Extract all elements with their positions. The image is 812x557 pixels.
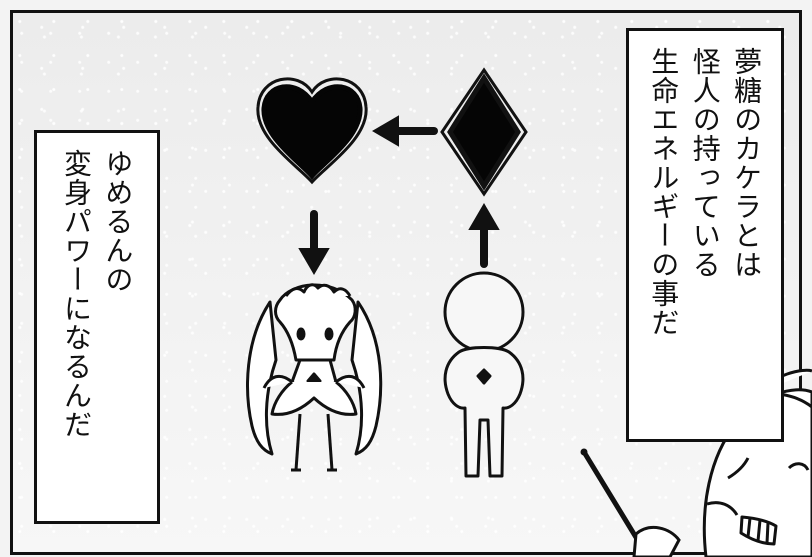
caption-right-line-1: 夢糖のカケラとは	[730, 47, 764, 279]
caption-box-left: ゆめるんの 変身パワーになるんだ	[34, 130, 160, 524]
arrow-left-icon	[372, 115, 438, 147]
diamond-icon	[447, 73, 521, 191]
arrow-up-icon	[468, 203, 500, 268]
caption-right-line-3: 生命エネルギーの事だ	[647, 47, 681, 337]
diamond-outline-icon	[440, 67, 528, 197]
monster-figure	[443, 271, 525, 478]
heart-icon	[261, 84, 363, 180]
caption-left-line-2: 変身パワーになるんだ	[60, 149, 93, 439]
caption-box-right: 夢糖のカケラとは 怪人の持っている 生命エネルギーの事だ	[626, 28, 784, 442]
heart-outline-icon	[256, 77, 368, 185]
caption-right-line-2: 怪人の持っている	[688, 47, 722, 279]
arrow-down-icon	[298, 210, 330, 275]
pointer-stick	[580, 448, 681, 557]
magical-girl-figure	[246, 283, 383, 472]
caption-left-line-1: ゆめるんの	[101, 149, 135, 294]
